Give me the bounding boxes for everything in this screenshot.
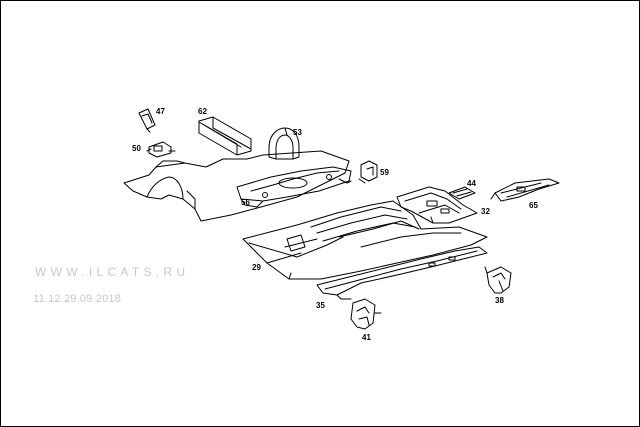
part-35-side-sill[interactable] (316, 246, 488, 300)
callout-56[interactable]: 56 (241, 198, 250, 207)
part-29-main-floor-pan[interactable] (242, 200, 488, 280)
callout-29[interactable]: 29 (252, 263, 261, 272)
rear-floor-panel (123, 150, 350, 222)
part-38-bracket[interactable] (484, 266, 512, 294)
part-59-bracket[interactable] (358, 160, 378, 184)
part-56-floor-section[interactable] (236, 166, 352, 208)
part-32-front-floor[interactable] (396, 186, 478, 224)
part-50-clip[interactable] (146, 141, 176, 158)
callout-62[interactable]: 62 (198, 107, 207, 116)
part-53-tunnel-bridge[interactable] (268, 127, 300, 160)
part-47-bracket[interactable] (138, 108, 156, 133)
callout-32[interactable]: 32 (481, 207, 490, 216)
part-44-plate[interactable] (448, 186, 476, 200)
callout-47[interactable]: 47 (156, 107, 165, 116)
watermark-site: WWW.ILCATS.RU (35, 265, 190, 279)
callout-65[interactable]: 65 (529, 201, 538, 210)
callout-59[interactable]: 59 (380, 168, 389, 177)
callout-38[interactable]: 38 (495, 296, 504, 305)
callout-41[interactable]: 41 (362, 333, 371, 342)
watermark-date: 11.12.29.09.2018 (33, 293, 122, 305)
callout-53[interactable]: 53 (293, 128, 302, 137)
part-62-crossmember[interactable] (198, 116, 252, 156)
callout-35[interactable]: 35 (316, 301, 325, 310)
callout-44[interactable]: 44 (467, 179, 476, 188)
callout-50[interactable]: 50 (132, 144, 141, 153)
part-41-bracket[interactable] (350, 298, 382, 330)
part-65-rail[interactable] (490, 178, 560, 202)
